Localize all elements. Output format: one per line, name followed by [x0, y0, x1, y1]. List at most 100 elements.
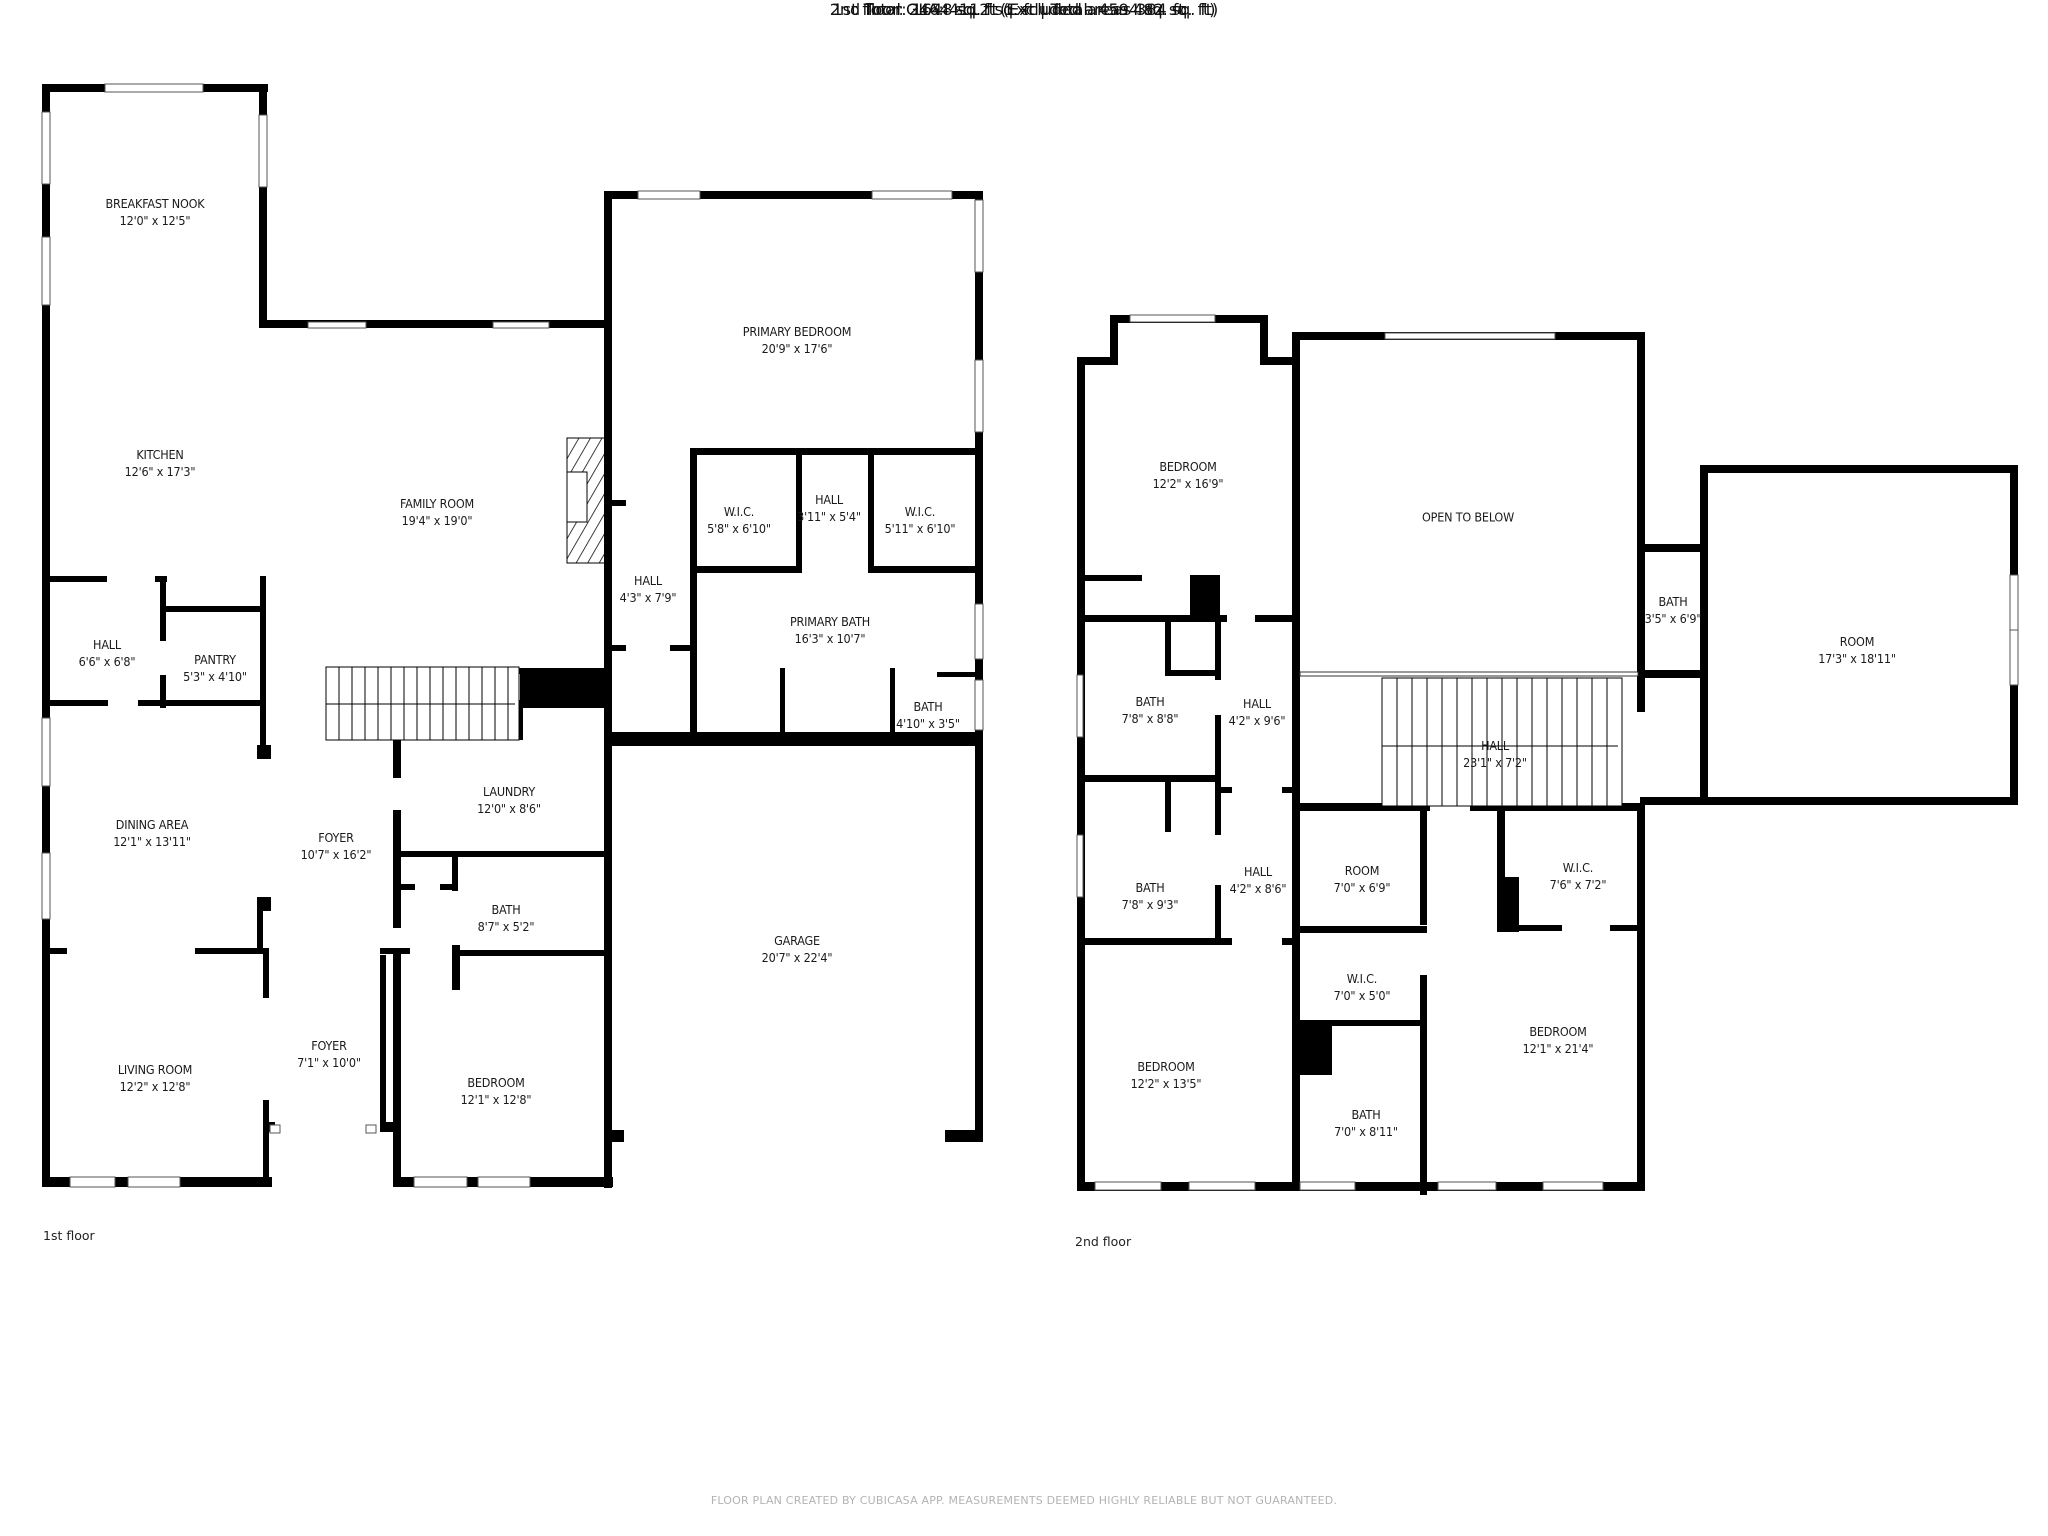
second-floor-label: 2nd floor [1075, 1234, 1132, 1249]
room-small-room: ROOM 7'0" x 6'9" [1334, 862, 1391, 896]
room-dimensions: 6'6" x 6'8" [78, 654, 136, 669]
room-dimensions: 8'7" x 5'2" [477, 919, 535, 934]
room-name: FOYER [318, 830, 354, 845]
room-dimensions: 7'8" x 8'8" [1121, 711, 1179, 726]
room-name: BATH [1135, 880, 1165, 895]
room-name: PRIMARY BATH [789, 614, 871, 629]
room-family-room: FAMILY ROOM 19'4" x 19'0" [400, 495, 474, 529]
room-name: W.I.C. [1346, 971, 1378, 986]
room-breakfast-nook: BREAKFAST NOOK 12'0" x 12'5" [106, 195, 205, 229]
room-name: LIVING ROOM [117, 1062, 193, 1077]
fireplace [566, 437, 606, 564]
room-name: BEDROOM [1137, 1059, 1195, 1074]
room-bath-south: BATH 7'0" x 8'11" [1334, 1106, 1398, 1140]
room-hall-lower: HALL 4'2" x 8'6" [1230, 863, 1287, 897]
room-name: FOYER [311, 1038, 347, 1053]
room-name: OPEN TO BELOW [1421, 509, 1515, 525]
room-name: BATH [1351, 1107, 1381, 1122]
room-hall-upper: HALL 4'2" x 9'6" [1229, 695, 1286, 729]
disclaimer-footer: FLOOR PLAN CREATED BY CUBICASA APP. MEAS… [710, 1494, 1338, 1507]
room-wic-left: W.I.C. 5'8" x 6'10" [707, 503, 771, 537]
room-name: W.I.C. [1562, 860, 1594, 875]
room-name: BEDROOM [467, 1075, 525, 1090]
room-dimensions: 20'7" x 22'4" [761, 950, 833, 965]
room-dimensions: 4'2" x 9'6" [1228, 713, 1286, 728]
second-floor-stairs [1381, 677, 1623, 807]
room-name: HALL [1244, 864, 1272, 879]
room-dimensions: 12'1" x 12'8" [460, 1092, 532, 1107]
room-dimensions: 4'3" x 7'9" [619, 590, 677, 605]
first-floor-label: 1st floor [43, 1228, 95, 1243]
room-dimensions: 12'1" x 21'4" [1522, 1041, 1594, 1056]
room-dimensions: 7'1" x 10'0" [297, 1055, 361, 1070]
room-name: HALL [1243, 696, 1271, 711]
room-wic-center: W.I.C. 7'0" x 5'0" [1334, 970, 1391, 1004]
room-dimensions: 4'2" x 8'6" [1229, 881, 1287, 896]
room-bath-narrow: BATH 3'5" x 6'9" [1645, 593, 1702, 627]
room-wic-east: W.I.C. 7'6" x 7'2" [1550, 859, 1607, 893]
first-floor-area: 1st floor: 2464 sq. ft (Excluded areas 4… [832, 0, 1216, 19]
room-kitchen: KITCHEN 12'6" x 17'3" [125, 446, 196, 480]
first-floor-stairs [325, 666, 520, 741]
room-name: BATH [1658, 594, 1688, 609]
room-name: HALL [93, 637, 121, 652]
room-dimensions: 5'3" x 4'10" [183, 669, 247, 684]
room-garage: GARAGE 20'7" x 22'4" [762, 932, 833, 966]
room-dimensions: 12'0" x 12'5" [119, 213, 191, 228]
room-name: W.I.C. [904, 504, 936, 519]
room-dimensions: 3'11" x 5'4" [797, 509, 861, 524]
room-name: W.I.C. [723, 504, 755, 519]
room-name: BREAKFAST NOOK [105, 196, 205, 211]
room-dimensions: 19'4" x 19'0" [401, 513, 473, 528]
room-bath-lower: BATH 7'8" x 9'3" [1122, 879, 1179, 913]
room-dining-area: DINING AREA 12'1" x 13'11" [113, 816, 191, 850]
room-bath-small: BATH 4'10" x 3'5" [896, 698, 960, 732]
room-name: FAMILY ROOM [399, 496, 475, 511]
room-dimensions: 7'0" x 8'11" [1334, 1124, 1398, 1139]
room-name: ROOM [1344, 863, 1380, 878]
room-name: BATH [913, 699, 943, 714]
room-dimensions: 5'8" x 6'10" [707, 521, 771, 536]
room-hall-primary: HALL 3'11" x 5'4" [797, 491, 861, 525]
room-hall-pantry: HALL 6'6" x 6'8" [79, 636, 136, 670]
room-dimensions: 16'3" x 10'7" [794, 631, 866, 646]
room-name: ROOM [1839, 634, 1875, 649]
room-dimensions: 12'2" x 16'9" [1152, 476, 1224, 491]
room-bedroom-first-floor: BEDROOM 12'1" x 12'8" [461, 1074, 532, 1108]
room-dimensions: 5'11" x 6'10" [884, 521, 956, 536]
room-dimensions: 10'7" x 16'2" [300, 847, 372, 862]
room-dimensions: 12'2" x 13'5" [1130, 1076, 1202, 1091]
room-hall-side: HALL 4'3" x 7'9" [620, 572, 677, 606]
room-dimensions: 7'6" x 7'2" [1549, 877, 1607, 892]
room-name: DINING AREA [115, 817, 189, 832]
room-dimensions: 17'3" x 18'11" [1818, 651, 1896, 666]
room-name: BEDROOM [1529, 1024, 1587, 1039]
room-name: BEDROOM [1159, 459, 1217, 474]
room-laundry: LAUNDRY 12'0" x 8'6" [477, 783, 541, 817]
room-name: BATH [1135, 694, 1165, 709]
room-bedroom-east: BEDROOM 12'1" x 21'4" [1523, 1023, 1594, 1057]
room-primary-bedroom: PRIMARY BEDROOM 20'9" x 17'6" [743, 323, 852, 357]
room-name: HALL [634, 573, 662, 588]
room-dimensions: 20'9" x 17'6" [761, 341, 833, 356]
room-hall-stair: HALL 23'1" x 7'2" [1463, 737, 1527, 771]
room-dimensions: 4'10" x 3'5" [896, 716, 960, 731]
room-bath-upper: BATH 7'8" x 8'8" [1122, 693, 1179, 727]
room-open-to-below: OPEN TO BELOW [1422, 509, 1514, 526]
room-living-room: LIVING ROOM 12'2" x 12'8" [118, 1061, 192, 1095]
room-wic-right: W.I.C. 5'11" x 6'10" [885, 503, 956, 537]
room-name: PANTRY [194, 652, 236, 667]
room-pantry: PANTRY 5'3" x 4'10" [183, 651, 247, 685]
room-name: KITCHEN [136, 447, 184, 462]
room-bath-laundry: BATH 8'7" x 5'2" [478, 901, 535, 935]
second-floor-area: 2nd floor: 1648 sq. ft (Excluded areas 3… [829, 0, 1219, 19]
total-area-summary: Total GLA: 4112 sq. ft | Total: 4594 sq.… [863, 0, 1185, 19]
room-primary-bath: PRIMARY BATH 16'3" x 10'7" [790, 613, 870, 647]
room-name: HALL [815, 492, 843, 507]
room-dimensions: 3'5" x 6'9" [1644, 611, 1702, 626]
room-dimensions: 7'0" x 6'9" [1333, 880, 1391, 895]
room-dimensions: 23'1" x 7'2" [1463, 755, 1527, 770]
room-dimensions: 7'0" x 5'0" [1333, 988, 1391, 1003]
room-bonus-room: ROOM 17'3" x 18'11" [1818, 633, 1896, 667]
